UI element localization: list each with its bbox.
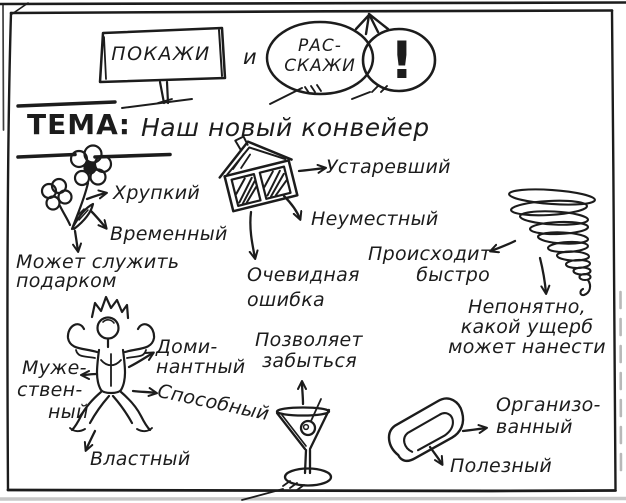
label-forget-line2: забыться [262, 350, 358, 372]
label-temporary: Временный [110, 223, 228, 245]
conjunction-word: и [243, 45, 257, 69]
arrow-to-forget [297, 380, 308, 406]
tell-speech-bubble-sketch [265, 13, 375, 105]
arrow-to-powerful [83, 429, 97, 452]
label-fragile: Хрупкий [113, 182, 201, 204]
label-outdated: Устаревший [326, 156, 451, 178]
label-fast-line2: быстро [416, 264, 490, 286]
label-dominant-line1: Доми- [156, 336, 218, 358]
arrow-to-gift [72, 229, 82, 253]
martini-glass-sketch [241, 398, 333, 501]
topic-label: ТЕМА: [27, 108, 131, 141]
label-manly-line3: ный [48, 401, 89, 423]
label-manly-line1: Муже- [22, 357, 87, 379]
label-powerful: Властный [90, 448, 191, 470]
arrow-to-capable [131, 387, 158, 397]
arrow-to-manly [80, 369, 99, 380]
arrow-to-organized [461, 424, 488, 434]
strongman-sketch [66, 295, 156, 433]
label-organized-line2: ванный [496, 416, 573, 438]
label-gift-line1: Может служить [16, 251, 180, 273]
arrow-to-inappropriate [282, 194, 303, 221]
label-mistake-line1: Очевидная [247, 264, 360, 286]
arrow-to-fragile [85, 189, 108, 201]
arrow-to-useful [428, 445, 444, 466]
show-sign-sketch [98, 26, 227, 105]
label-mistake-line2: ошибка [247, 289, 325, 311]
arrow-to-mistake [248, 210, 259, 260]
label-damage-line1: Непонятно, [467, 296, 587, 318]
annotation-arrows [72, 163, 551, 466]
label-inappropriate: Неуместный [311, 208, 439, 230]
label-damage-line3: может нанести [448, 336, 606, 358]
label-forget-line1: Позволяет [255, 329, 363, 351]
label-gift-line2: подарком [16, 270, 117, 292]
arrow-to-fast [489, 239, 517, 254]
arrow-to-temporary [89, 209, 108, 230]
paperclip-sketch [387, 397, 465, 463]
label-damage-line2: какой ущерб [460, 316, 594, 338]
exclamation-mark: ! [390, 31, 414, 91]
label-organized-line1: Организо- [496, 394, 601, 416]
exclamation-bubble-sketch: ! [351, 12, 437, 100]
tell-bubble-line2: СКАЖИ [284, 56, 356, 76]
topic-title: Наш новый конвейер [141, 113, 430, 142]
label-useful: Полезный [450, 455, 553, 477]
label-dominant-line2: нантный [156, 356, 246, 378]
tell-bubble-line1: РАС- [298, 36, 342, 56]
arrow-to-dominant [127, 351, 155, 369]
house-sketch [218, 135, 299, 213]
show-sign-label: ПОКАЖИ [111, 43, 211, 65]
label-fast-line1: Происходит [368, 243, 492, 265]
arrow-to-damage [538, 256, 551, 295]
tornado-sketch [508, 188, 596, 297]
label-manly-line2: ствен- [17, 379, 83, 401]
arrow-to-outdated [297, 163, 327, 174]
flower-sketch [40, 144, 113, 231]
